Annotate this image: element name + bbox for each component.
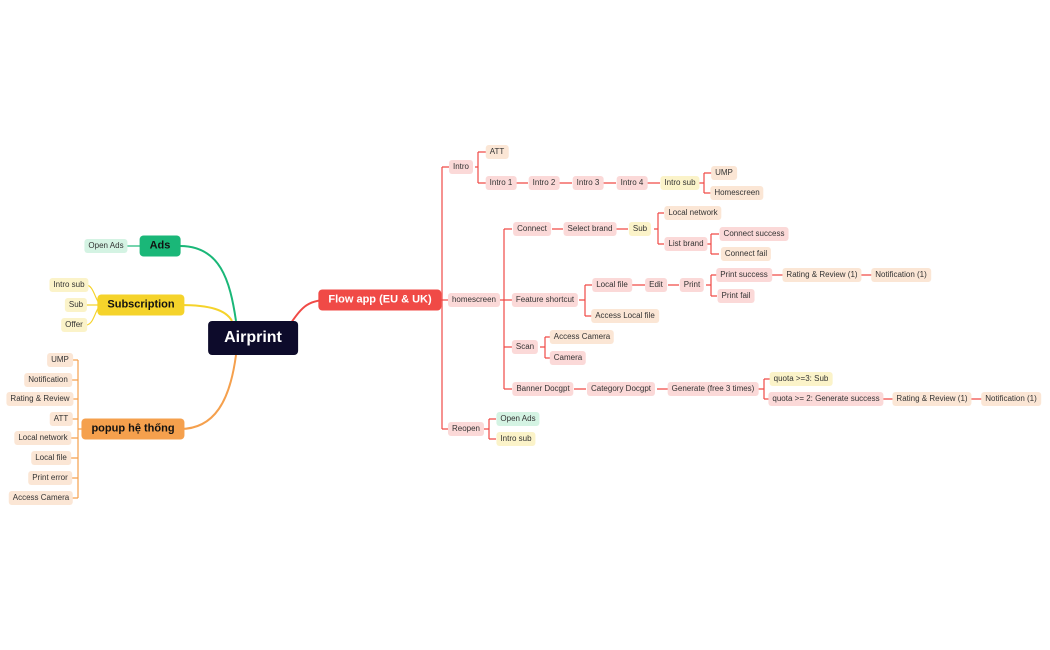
branch-ads[interactable]: Ads <box>139 235 181 257</box>
node-popup-access-camera[interactable]: Access Camera <box>8 491 74 505</box>
node-connect-success[interactable]: Connect success <box>719 227 789 241</box>
node-scan[interactable]: Scan <box>511 340 539 354</box>
node-intro-sub[interactable]: Intro sub <box>660 176 700 190</box>
node-homescreen[interactable]: homescreen <box>447 293 501 307</box>
node-notification-2[interactable]: Notification (1) <box>981 392 1041 406</box>
node-intro-4[interactable]: Intro 4 <box>616 176 648 190</box>
node-local-network[interactable]: Local network <box>664 206 722 220</box>
node-edit[interactable]: Edit <box>645 278 667 292</box>
node-rating-review-1[interactable]: Rating & Review (1) <box>782 268 862 282</box>
node-print[interactable]: Print <box>679 278 705 292</box>
node-ump[interactable]: UMP <box>711 166 737 180</box>
node-intro-2[interactable]: Intro 2 <box>528 176 560 190</box>
root-node-airprint[interactable]: Airprint <box>208 321 298 355</box>
node-popup-local-file[interactable]: Local file <box>31 451 71 465</box>
node-open-ads-reopen[interactable]: Open Ads <box>496 412 540 426</box>
node-access-local-file[interactable]: Access Local file <box>591 309 659 323</box>
node-reopen[interactable]: Reopen <box>447 422 485 436</box>
node-print-success[interactable]: Print success <box>716 268 772 282</box>
node-list-brand[interactable]: List brand <box>664 237 708 251</box>
branch-subscription[interactable]: Subscription <box>97 294 185 316</box>
node-category-docgpt[interactable]: Category Docgpt <box>586 382 656 396</box>
node-att[interactable]: ATT <box>485 145 509 159</box>
node-local-file[interactable]: Local file <box>592 278 632 292</box>
branch-flow-app[interactable]: Flow app (EU & UK) <box>318 289 442 311</box>
node-intro-sub-left[interactable]: Intro sub <box>49 278 89 292</box>
node-generate[interactable]: Generate (free 3 times) <box>667 382 759 396</box>
node-quota-generate-success[interactable]: quota >= 2: Generate success <box>768 392 884 406</box>
node-popup-notification[interactable]: Notification <box>24 373 72 387</box>
node-offer[interactable]: Offer <box>61 318 87 332</box>
node-popup-rating[interactable]: Rating & Review <box>6 392 74 406</box>
edge-root-subscription <box>179 304 233 322</box>
node-popup-print-error[interactable]: Print error <box>28 471 72 485</box>
node-print-fail[interactable]: Print fail <box>717 289 755 303</box>
node-rating-review-2[interactable]: Rating & Review (1) <box>892 392 972 406</box>
node-popup-att[interactable]: ATT <box>49 412 73 426</box>
node-quota-sub[interactable]: quota >=3: Sub <box>769 372 833 386</box>
branch-popup[interactable]: popup hệ thống <box>81 418 185 440</box>
node-intro-3[interactable]: Intro 3 <box>572 176 604 190</box>
node-connect-fail[interactable]: Connect fail <box>720 247 772 261</box>
node-popup-local-network[interactable]: Local network <box>14 431 72 445</box>
node-notification-1[interactable]: Notification (1) <box>871 268 931 282</box>
node-sub-left[interactable]: Sub <box>64 298 88 312</box>
edge-root-ads <box>179 245 237 322</box>
node-intro-sub-reopen[interactable]: Intro sub <box>496 432 536 446</box>
node-access-camera[interactable]: Access Camera <box>549 330 615 344</box>
node-select-brand[interactable]: Select brand <box>563 222 617 236</box>
node-banner-docgpt[interactable]: Banner Docgpt <box>512 382 574 396</box>
edge-root-popup <box>179 354 237 430</box>
node-homescreen-2[interactable]: Homescreen <box>710 186 764 200</box>
node-feature-shortcut[interactable]: Feature shortcut <box>511 293 579 307</box>
node-connect[interactable]: Connect <box>513 222 551 236</box>
node-intro[interactable]: Intro <box>448 160 474 174</box>
node-sub[interactable]: Sub <box>628 222 652 236</box>
node-intro-1[interactable]: Intro 1 <box>485 176 517 190</box>
node-camera[interactable]: Camera <box>549 351 587 365</box>
node-open-ads-left[interactable]: Open Ads <box>84 239 128 253</box>
node-popup-ump[interactable]: UMP <box>47 353 73 367</box>
